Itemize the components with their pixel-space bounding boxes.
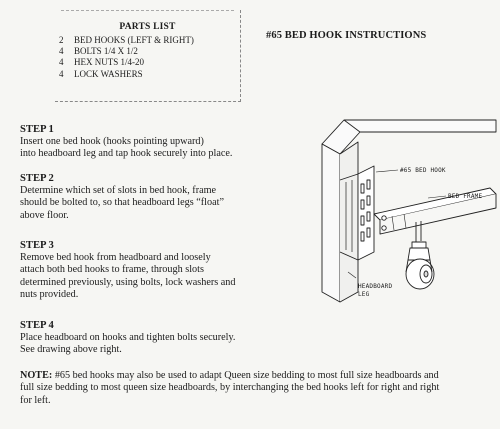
hook-leader bbox=[375, 169, 399, 173]
step-heading: STEP 2 bbox=[20, 173, 54, 184]
part-qty: 4 bbox=[59, 68, 64, 79]
step-line: attach both bed hooks to frame, through … bbox=[20, 264, 204, 276]
part-desc: LOCK WASHERS bbox=[74, 68, 143, 79]
part-qty: 4 bbox=[59, 57, 64, 68]
step-line: determined previously, using bolts, lock… bbox=[20, 276, 236, 288]
note-line: for left. bbox=[20, 394, 51, 406]
step-line: Determine which set of slots in bed hook… bbox=[20, 185, 217, 197]
caster-stem bbox=[415, 221, 422, 242]
step-line: Remove bed hook from headboard and loose… bbox=[20, 252, 211, 264]
step-line: should be bolted to, so that headboard l… bbox=[20, 197, 224, 209]
step-heading: STEP 3 bbox=[20, 240, 54, 251]
step-4: STEP 4 Place headboard on hooks and tigh… bbox=[20, 320, 300, 357]
step-line: See drawing above right. bbox=[20, 344, 122, 356]
step-2: STEP 2 Determine which set of slots in b… bbox=[20, 173, 280, 222]
step-line: above floor. bbox=[20, 209, 69, 221]
parts-list-item: 2 BED HOOKS (LEFT & RIGHT) bbox=[59, 35, 194, 46]
label-bed-hook: #65 BED HOOK bbox=[400, 167, 446, 174]
note-text: #65 bed hooks may also be used to adapt … bbox=[52, 370, 439, 381]
label-headboard-leg-1: HEADBOARD bbox=[358, 283, 392, 290]
step-1: STEP 1 Insert one bed hook (hooks pointi… bbox=[20, 124, 280, 161]
note-label: NOTE: bbox=[20, 370, 53, 381]
step-heading: STEP 4 bbox=[20, 320, 54, 331]
step-line: nuts provided. bbox=[20, 288, 79, 300]
part-desc: BOLTS 1/4 X 1/2 bbox=[74, 46, 138, 57]
part-qty: 2 bbox=[59, 35, 64, 45]
part-desc: BED HOOKS (LEFT & RIGHT) bbox=[74, 35, 194, 45]
note-line: full size bedding to most queen size hea… bbox=[20, 382, 440, 394]
leg-leader bbox=[347, 271, 357, 279]
note-line: NOTE: #65 bed hooks may also be used to … bbox=[20, 370, 495, 382]
document-title: #65 BED HOOK INSTRUCTIONS bbox=[266, 30, 427, 41]
step-line: Insert one bed hook (hooks pointing upwa… bbox=[20, 136, 204, 148]
headboard-leg bbox=[321, 143, 341, 303]
label-headboard-leg-2: LEG bbox=[358, 291, 370, 298]
parts-list-item: 4 LOCK WASHERS bbox=[59, 69, 194, 80]
parts-box-top-rule bbox=[61, 10, 234, 11]
bed-hook-diagram: #65 BED HOOK BED FRAME HEADBOARD LEG bbox=[321, 119, 497, 303]
step-line: into headboard leg and tap hook securely… bbox=[20, 148, 233, 160]
parts-list-box: PARTS LIST 2 BED HOOKS (LEFT & RIGHT) 4 BO… bbox=[55, 10, 241, 102]
part-qty: 4 bbox=[59, 46, 64, 57]
part-desc: HEX NUTS 1/4-20 bbox=[74, 57, 144, 68]
step-heading: STEP 1 bbox=[20, 124, 54, 135]
bed-hook-plate bbox=[357, 165, 375, 261]
parts-list: 2 BED HOOKS (LEFT & RIGHT) 4 BOLTS 1/4 X 1… bbox=[59, 35, 194, 80]
parts-list-item: 4 BOLTS 1/4 X 1/2 bbox=[59, 46, 194, 57]
parts-list-title: PARTS LIST bbox=[119, 22, 176, 32]
label-bed-frame: BED FRAME bbox=[448, 193, 482, 200]
step-3: STEP 3 Remove bed hook from headboard an… bbox=[20, 240, 280, 301]
step-line: Place headboard on hooks and tighten bol… bbox=[20, 332, 236, 344]
parts-list-item: 4 HEX NUTS 1/4-20 bbox=[59, 57, 194, 68]
note: NOTE: #65 bed hooks may also be used to … bbox=[20, 370, 495, 407]
frame-leader bbox=[427, 195, 447, 199]
